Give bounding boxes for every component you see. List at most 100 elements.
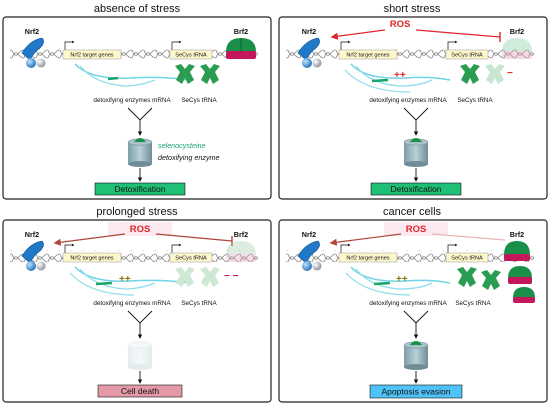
promoter-arrow [447, 40, 458, 50]
ros-inhibition-line [155, 233, 233, 242]
panel-border [278, 219, 548, 403]
merge-lines [403, 310, 429, 324]
mrna-increase-label: ++ [394, 70, 406, 81]
outcome-box [97, 384, 183, 398]
outcome-box [369, 384, 463, 399]
panel-border [2, 16, 272, 200]
mrna-strands [345, 266, 451, 296]
outcome-label: Detoxification [390, 184, 441, 194]
trna-decrease-label: − [507, 68, 513, 79]
panel-border [278, 16, 548, 200]
ros-inhibition-line [431, 233, 506, 241]
ros-label: ROS [130, 224, 151, 235]
panel-prolonged-stress: prolonged stress ROS Nrf2 Nrf2 target ge… [2, 206, 272, 403]
promoter-arrow [447, 243, 458, 253]
merge-lines [127, 310, 153, 324]
brf2-protein-icon [226, 241, 256, 262]
mrna-label: detoxifying enzymes mRNA [93, 300, 171, 307]
nrf2-protein-icon [21, 240, 46, 271]
panel-title: short stress [384, 3, 441, 15]
merge-lines [403, 107, 429, 121]
promoter-arrow [340, 243, 351, 253]
nrf2-label: Nrf2 [302, 230, 316, 239]
ros-highlight [384, 222, 448, 236]
panel-short-stress: short stress ROS Nrf2 Nrf2 target genes … [278, 3, 548, 200]
panel-border [2, 219, 272, 403]
selenocysteine-label: selenocysteine [158, 141, 206, 150]
dna-strand [286, 250, 534, 262]
secys-gene-label: SeCys tRNA [175, 256, 207, 262]
nrf2-protein-icon [297, 37, 322, 68]
mrna-label: detoxifying enzymes mRNA [369, 300, 447, 307]
brf2-label: Brf2 [510, 27, 524, 36]
mrna-label: detoxifying enzymes mRNA [93, 97, 171, 104]
promoter-arrow [64, 243, 75, 253]
panel-title: absence of stress [94, 3, 181, 15]
detoxifying-enzyme-icon [403, 138, 429, 167]
brf2-label: Brf2 [234, 230, 248, 239]
mrna-strands [69, 266, 191, 296]
promoter-arrow [340, 40, 351, 50]
detoxifying-enzyme-icon [127, 341, 153, 370]
nrf2-protein-icon [21, 37, 46, 68]
nrf2-label: Nrf2 [25, 27, 39, 36]
mrna-increase-label: ++ [119, 274, 131, 285]
target-genes-box [338, 49, 398, 60]
outcome-label: Cell death [121, 386, 160, 396]
dna-strand [10, 250, 258, 262]
nrf2-protein-icon [297, 240, 322, 271]
ros-inhibition-line [415, 29, 501, 38]
panel-title: cancer cells [383, 206, 442, 218]
mrna-label: detoxifying enzymes mRNA [369, 97, 447, 104]
ros-activation-arrow [329, 233, 402, 246]
panel-title: prolonged stress [96, 206, 178, 218]
dna-strand [10, 47, 258, 59]
secys-trna-icon [457, 267, 501, 290]
target-genes-label: Nrf2 target genes [70, 256, 113, 262]
ros-activation-arrow [53, 233, 126, 246]
target-genes-label: Nrf2 target genes [346, 53, 389, 59]
secys-trna-label: SeCys tRNA [181, 97, 217, 104]
secys-trna-icon [175, 267, 220, 287]
ros-activation-arrow [330, 29, 386, 40]
outcome-label: Detoxification [114, 184, 165, 194]
secys-trna-label: SeCys tRNA [455, 300, 491, 307]
target-genes-box [62, 252, 122, 263]
merge-lines [127, 107, 153, 121]
panel-absence-of-stress: absence of stress Nrf2 Nrf2 target genes… [2, 3, 272, 200]
brf2-label: Brf2 [234, 27, 248, 36]
outcome-box [94, 182, 186, 196]
target-genes-label: Nrf2 target genes [70, 53, 113, 59]
promoter-arrow [171, 40, 182, 50]
secys-gene-box [169, 252, 213, 263]
detoxifying-enzyme-icon [127, 138, 153, 167]
nrf2-label: Nrf2 [302, 27, 316, 36]
mrna-strands [344, 63, 451, 93]
target-genes-box [62, 49, 122, 60]
ros-highlight [108, 222, 172, 236]
secys-gene-label: SeCys tRNA [175, 53, 207, 59]
promoter-arrow [64, 40, 75, 50]
brf2-protein-icon [502, 38, 532, 59]
outcome-label: Apoptosis evasion [382, 387, 451, 397]
target-genes-box [338, 252, 398, 263]
secys-gene-box [445, 252, 489, 263]
secys-trna-icon [175, 64, 220, 84]
secys-gene-box [445, 49, 489, 60]
secys-gene-label: SeCys tRNA [451, 256, 483, 262]
ros-label: ROS [406, 224, 427, 235]
secys-gene-label: SeCys tRNA [451, 53, 483, 59]
nrf2-label: Nrf2 [25, 230, 39, 239]
panel-cancer-cells: cancer cells ROS Nrf2 Nrf2 target genes … [278, 206, 548, 403]
mrna-strands [74, 63, 191, 87]
secys-trna-icon [460, 64, 505, 84]
ros-label: ROS [390, 19, 411, 30]
mrna-increase-label: ++ [396, 274, 408, 285]
outcome-box [370, 182, 462, 196]
secys-trna-label: SeCys tRNA [181, 300, 217, 307]
brf2-label: Brf2 [510, 230, 524, 239]
brf2-overexpressed-icon [504, 241, 535, 303]
brf2-protein-icon [226, 38, 256, 59]
trna-decrease-label: − − [224, 271, 239, 282]
